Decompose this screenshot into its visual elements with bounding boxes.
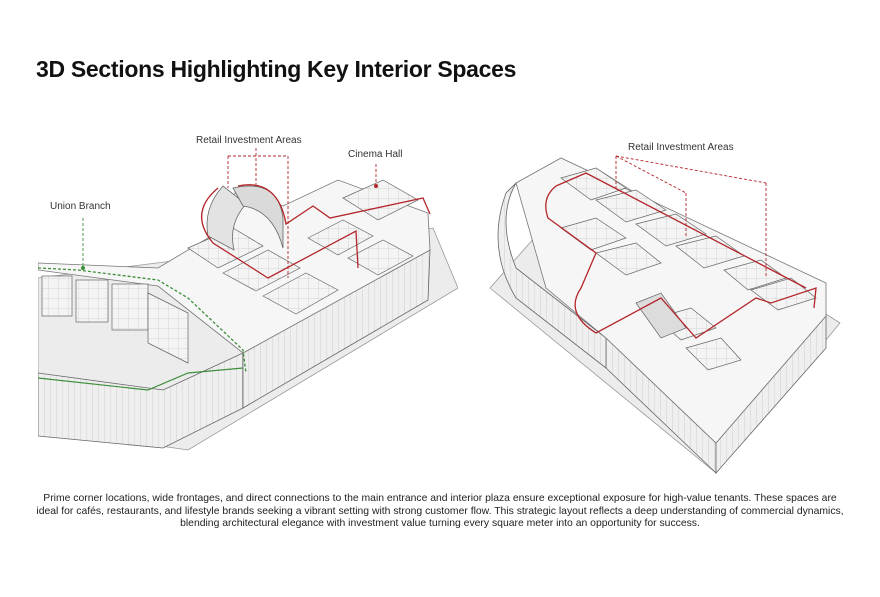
left-building-drawing [38, 148, 458, 451]
label-retail-investment-areas-left: Retail Investment Areas [196, 135, 302, 146]
description-paragraph: Prime corner locations, wide frontages, … [36, 493, 844, 530]
right-building-drawing [489, 155, 841, 475]
page-title: 3D Sections Highlighting Key Interior Sp… [36, 56, 517, 82]
label-retail-investment-areas-right: Retail Investment Areas [628, 142, 734, 153]
label-cinema-hall: Cinema Hall [348, 149, 403, 160]
right-section-diagram: Retail Investment Areas [486, 138, 850, 478]
label-union-branch: Union Branch [50, 201, 111, 212]
left-section-diagram: Retail Investment Areas Cinema Hall Unio… [38, 128, 458, 458]
